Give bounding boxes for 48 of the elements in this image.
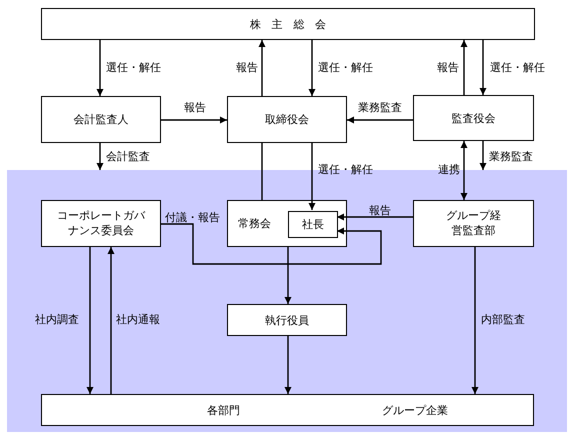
organization-box: 株 主 総 会 <box>41 8 535 40</box>
edge-label: 選任・解任 <box>106 62 161 75</box>
edge-label: 報告 <box>184 102 206 115</box>
arrow <box>161 116 227 124</box>
arrow <box>258 40 266 96</box>
arrow <box>460 40 468 95</box>
arrow <box>337 214 413 220</box>
edge-label: 付議・報告 <box>165 212 220 225</box>
edge-label: 連携 <box>438 164 460 177</box>
edge-label: 報告 <box>369 205 391 218</box>
organization-box: グループ経営監査部 <box>413 200 534 247</box>
edge-label: 社内通報 <box>116 314 160 327</box>
edge-label: 内部監査 <box>481 314 525 327</box>
edge-label: 業務監査 <box>358 102 402 115</box>
arrow <box>347 116 413 124</box>
arrow <box>480 141 486 170</box>
edge-label: 報告 <box>437 62 459 75</box>
organization-box <box>227 200 347 247</box>
arrow <box>284 336 292 394</box>
connector-line <box>261 143 263 200</box>
edge-label: 会計監査 <box>106 151 150 164</box>
arrow <box>472 247 478 394</box>
organization-box: 会計監査人 <box>41 96 161 143</box>
arrow <box>460 141 468 200</box>
edge-label: 業務監査 <box>489 151 533 164</box>
arrow <box>86 247 94 394</box>
edge-label: 社内調査 <box>35 314 79 327</box>
box-text: グループ企業 <box>382 404 448 418</box>
organization-box <box>41 394 534 426</box>
box-text: 常務会 <box>238 217 271 231</box>
organization-box: コーポレートガバナンス委員会 <box>41 200 161 247</box>
arrow <box>161 223 382 265</box>
edge-label: 報告 <box>236 62 258 75</box>
arrow <box>308 40 316 96</box>
edge-label: 選任・解任 <box>490 62 545 75</box>
arrow <box>96 143 104 170</box>
arrow <box>480 40 486 95</box>
arrow <box>96 40 104 96</box>
organization-box: 社長 <box>288 211 338 238</box>
box-text: 各部門 <box>207 404 240 418</box>
edge-label: 選任・解任 <box>318 164 373 177</box>
organization-box: 取締役会 <box>227 96 347 143</box>
arrow <box>108 247 114 394</box>
organization-box: 執行役員 <box>227 304 347 336</box>
arrow <box>308 143 316 210</box>
organization-box: 監査役会 <box>413 95 534 141</box>
arrow <box>284 247 292 304</box>
edge-label: 選任・解任 <box>318 62 373 75</box>
